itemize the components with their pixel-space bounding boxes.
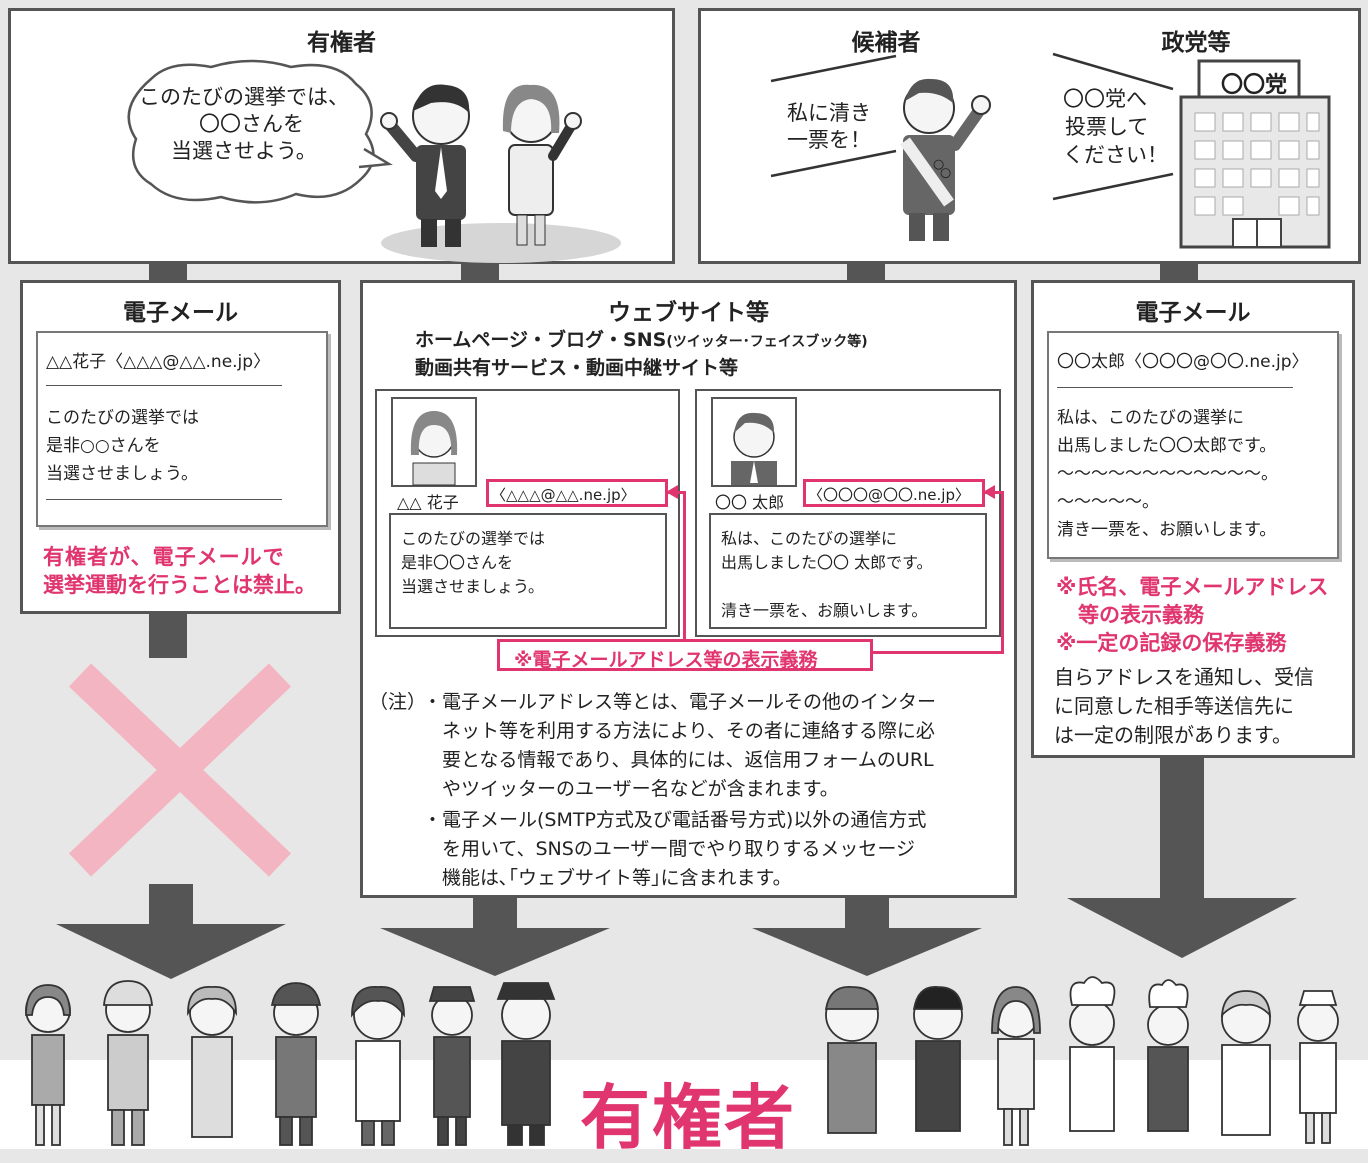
note-1-line: ・電子メールアドレス等とは、電子メールその他のインター	[423, 691, 937, 713]
divider	[46, 499, 282, 500]
pink-connector	[683, 491, 686, 653]
post-right: 〇〇 太郎 私は、このたびの選挙に 出馬しました〇〇 太郎です。 清き一票を、お…	[695, 389, 1001, 637]
candidate-email-body-line: 出馬しました〇〇太郎です。	[1057, 436, 1277, 456]
arrow-icon	[983, 485, 995, 499]
candidate-email-message: 〇〇太郎〈〇〇〇@〇〇.ne.jp〉 私は、このたびの選挙に 出馬しました〇〇太…	[1047, 331, 1339, 559]
voter-email-body-line: 当選させましょう。	[46, 464, 198, 484]
website-subtitle-2: 動画共有サービス・動画中継サイト等	[415, 357, 739, 379]
candidate-party-panel: 候補者 政党等 私に清き 一票を！ 〇〇 〇〇党へ 投票して ください！ 〇〇党	[698, 8, 1361, 264]
connector-bar	[847, 264, 885, 280]
note-label: （注）	[369, 691, 427, 713]
candidate-email-body-line: 私は、このたびの選挙に	[1057, 408, 1244, 428]
candidate-email-note-line: は一定の制限があります。	[1054, 723, 1292, 747]
candidate-email-panel: 電子メール 〇〇太郎〈〇〇〇@〇〇.ne.jp〉 私は、このたびの選挙に 出馬し…	[1031, 280, 1355, 758]
connector-bar	[149, 614, 187, 658]
connector-bar	[1160, 264, 1198, 280]
post-left-body-line: 是非〇〇さんを	[401, 553, 514, 572]
candidate-email-title: 電子メール	[1135, 300, 1251, 326]
connector-bar	[461, 264, 499, 280]
candidate-email-duty-2: ※一定の記録の保存義務	[1056, 631, 1287, 655]
party-sign: 〇〇党	[1221, 73, 1288, 98]
website-subtitle-1: ホームページ・ブログ・SNS(ツイッター･フェイスブック等)	[415, 329, 868, 351]
candidate-title: 候補者	[851, 30, 921, 56]
candidate-speech-lines-icon	[770, 54, 897, 178]
pink-connector	[873, 651, 1003, 654]
note-1-line: 要となる情報であり、具体的には、返信用フォームのURL	[442, 749, 934, 771]
candidate-email-duty-1: 等の表示義務	[1078, 603, 1204, 627]
avatar-woman-icon	[391, 397, 477, 487]
post-right-address-highlight: 〈〇〇〇@〇〇.ne.jp〉	[803, 479, 985, 507]
down-arrow-icon	[56, 884, 286, 979]
voters-panel: 有権者 このたびの選挙では、 〇〇さんを 当選させよう。	[8, 8, 675, 264]
party-speech-lines-icon	[1052, 52, 1174, 201]
website-panel: ウェブサイト等 ホームページ・ブログ・SNS(ツイッター･フェイスブック等) 動…	[360, 280, 1017, 898]
post-left-name: △△ 花子	[397, 493, 459, 512]
candidate-speech-line-2: 一票を！	[787, 128, 871, 152]
post-left-address-highlight: 〈△△△@△△.ne.jp〉	[486, 479, 668, 507]
party-building-icon	[1179, 59, 1331, 249]
candidate-email-body-line: 清き一票を、お願いします。	[1057, 520, 1277, 540]
voter-email-warning-line-2: 選挙運動を行うことは禁止。	[43, 573, 316, 597]
voter-email-body-line: このたびの選挙では	[46, 408, 199, 428]
pink-connector	[1001, 491, 1004, 654]
post-right-address: 〈〇〇〇@〇〇.ne.jp〉	[808, 486, 970, 504]
voters-title: 有権者	[307, 30, 376, 56]
candidate-illustration	[900, 78, 991, 241]
note-1-line: ネット等を利用する方法により、その者に連絡する際に必	[442, 720, 935, 742]
note-2-line: 機能は､｢ウェブサイト等｣に含まれます。	[442, 867, 792, 889]
obligation-label: ※電子メールアドレス等の表示義務	[514, 649, 818, 671]
speech-bubble-icon	[127, 59, 393, 204]
down-arrow-icon	[1067, 898, 1297, 958]
post-right-name: 〇〇 太郎	[715, 493, 785, 512]
voter-email-panel: 電子メール △△花子〈△△△@△△.ne.jp〉 このたびの選挙では 是非○○さ…	[20, 280, 341, 614]
voters-speech-line-1: このたびの選挙では、	[139, 85, 349, 109]
voters-couple-illustration	[380, 84, 621, 263]
voters-crowd-illustration	[25, 976, 1339, 1146]
post-left-body-line: このたびの選挙では	[401, 529, 546, 548]
post-left-body-line: 当選させましょう。	[401, 577, 545, 596]
post-right-body-line: 清き一票を、お願いします。	[721, 601, 928, 620]
candidate-email-note-line: 自らアドレスを通知し、受信	[1054, 665, 1314, 689]
connector-bar	[1160, 758, 1204, 898]
candidate-speech-line-1: 私に清き	[787, 101, 871, 125]
note-1-line: やツイッターのユーザー名などが含まれます。	[442, 778, 839, 800]
candidate-email-header: 〇〇太郎〈〇〇〇@〇〇.ne.jp〉	[1057, 352, 1309, 372]
post-left-message: このたびの選挙では 是非〇〇さんを 当選させましょう。	[389, 513, 667, 629]
voters-speech-line-3: 当選させよう。	[171, 139, 317, 163]
arrow-icon	[666, 485, 678, 499]
bottom-voters-label: 有権者	[580, 1077, 796, 1159]
post-left-address: 〈△△△@△△.ne.jp〉	[491, 486, 636, 504]
voter-email-warning-line-1: 有権者が、電子メールで	[43, 545, 285, 569]
website-title: ウェブサイト等	[608, 300, 769, 326]
party-speech-line-1: 〇〇党へ	[1063, 87, 1147, 111]
post-right-message: 私は、このたびの選挙に 出馬しました〇〇 太郎です。 清き一票を、お願いします。	[709, 513, 987, 629]
candidate-email-body-line: 〜〜〜〜〜〜〜〜〜〜〜〜。	[1057, 464, 1278, 484]
avatar-man-icon	[711, 397, 797, 487]
party-speech-line-3: ください！	[1063, 143, 1168, 167]
down-arrow-icon	[380, 898, 610, 976]
obligation-label-box: ※電子メールアドレス等の表示義務	[497, 639, 873, 671]
candidate-email-duty-1: ※氏名、電子メールアドレス	[1056, 575, 1329, 599]
voters-speech-line-2: 〇〇さんを	[199, 112, 304, 136]
voter-email-message: △△花子〈△△△@△△.ne.jp〉 このたびの選挙では 是非○○さんを 当選さ…	[36, 331, 328, 527]
candidate-email-body-line: 〜〜〜〜〜。	[1057, 492, 1159, 512]
post-right-body-line: 出馬しました〇〇 太郎です。	[721, 553, 933, 572]
divider	[46, 385, 282, 386]
prohibited-cross-icon	[68, 663, 292, 877]
party-title: 政党等	[1161, 30, 1231, 56]
note-2-line: を用いて、SNSのユーザー間でやり取りするメッセージ	[442, 838, 916, 860]
voter-email-body-line: 是非○○さんを	[46, 436, 161, 456]
divider	[1057, 387, 1293, 388]
note-2-line: ・電子メール(SMTP方式及び電話番号方式)以外の通信方式	[423, 809, 927, 831]
voter-email-header: △△花子〈△△△@△△.ne.jp〉	[46, 352, 271, 372]
post-left: △△ 花子 このたびの選挙では 是非〇〇さんを 当選させましょう。	[375, 389, 680, 637]
post-right-body-line: 私は、このたびの選挙に	[721, 529, 898, 548]
candidate-email-note-line: に同意した相手等送信先に	[1054, 694, 1294, 718]
connector-bar	[149, 264, 187, 280]
down-arrow-icon	[752, 898, 982, 976]
voter-email-title: 電子メール	[123, 300, 238, 326]
party-speech-line-2: 投票して	[1065, 115, 1149, 139]
